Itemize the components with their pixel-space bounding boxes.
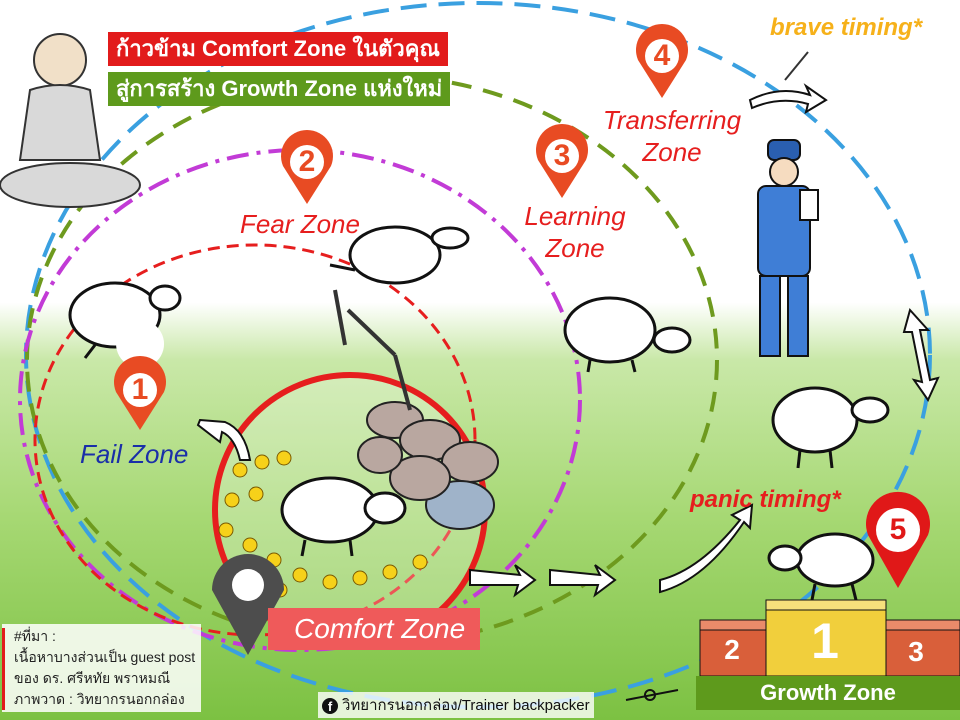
credit-line-1: #ที่มา : — [14, 628, 56, 644]
growth-zone-label: Growth Zone — [696, 676, 960, 710]
fence-hurdle — [333, 289, 412, 411]
podium-first-place: 1 — [811, 613, 839, 669]
footer-credit-text: วิทยากรนอกกล่อง/Trainer backpacker — [342, 697, 590, 714]
credit-line-4: ภาพวาด : วิทยากรนอกกล่อง — [14, 691, 185, 707]
pin-5-number: 5 — [889, 513, 907, 546]
sheep-learning — [563, 296, 692, 373]
pin-3-icon — [536, 123, 588, 198]
sheep-comfort — [280, 476, 407, 557]
pin-4-icon — [636, 24, 688, 98]
comfort-pin-icon — [212, 554, 284, 655]
learning-zone-line1: Learning — [524, 201, 626, 231]
transferring-zone-line1: Transferring — [602, 105, 742, 135]
podium-second-place: 2 — [724, 634, 740, 665]
title-line-2: สู่การสร้าง Growth Zone แห่งใหม่ — [108, 72, 451, 106]
source-credit: #ที่มา : เนื้อหาบางส่วนเป็น guest post ข… — [2, 624, 202, 712]
path-arrows — [196, 83, 940, 598]
learning-zone-line2: Zone — [545, 233, 605, 263]
rocks-cluster — [357, 401, 499, 530]
podium-third-place: 3 — [908, 636, 924, 667]
comfort-zone-label: Comfort Zone — [268, 608, 480, 650]
pin-1-icon — [114, 320, 166, 430]
pin-2-icon — [281, 130, 333, 204]
credit-accent-bar — [2, 628, 5, 710]
brave-timing-pointer — [784, 51, 809, 81]
sheep-transferring — [771, 386, 890, 469]
trainer-figure — [757, 139, 819, 357]
pin-5-icon — [866, 491, 930, 588]
brave-timing-label: brave timing* — [770, 14, 923, 41]
pin-4-number: 4 — [653, 39, 671, 72]
meditating-man — [0, 33, 141, 208]
pin-1-number: 1 — [131, 373, 149, 406]
credit-line-3: ของ ดร. ศรีหทัย พราหมณี — [14, 670, 171, 686]
title-line-1: ก้าวข้าม Comfort Zone ในตัวคุณ — [108, 32, 448, 66]
learning-zone-label: Learning Zone — [505, 200, 645, 264]
pin-3-number: 3 — [553, 139, 571, 172]
transferring-zone-label: Transferring Zone — [592, 104, 752, 168]
pen-icon — [625, 689, 679, 701]
credit-line-2: เนื้อหาบางส่วนเป็น guest post — [14, 649, 196, 665]
transferring-zone-line2: Zone — [642, 137, 702, 167]
fail-zone-label: Fail Zone — [80, 439, 189, 469]
sheep-fear-jumping — [329, 225, 470, 285]
fear-zone-label: Fear Zone — [240, 209, 360, 239]
sheep-growth — [767, 532, 875, 601]
pin-2-number: 2 — [298, 145, 316, 178]
panic-timing-label: panic timing* — [690, 486, 841, 513]
facebook-icon: f — [322, 698, 338, 715]
